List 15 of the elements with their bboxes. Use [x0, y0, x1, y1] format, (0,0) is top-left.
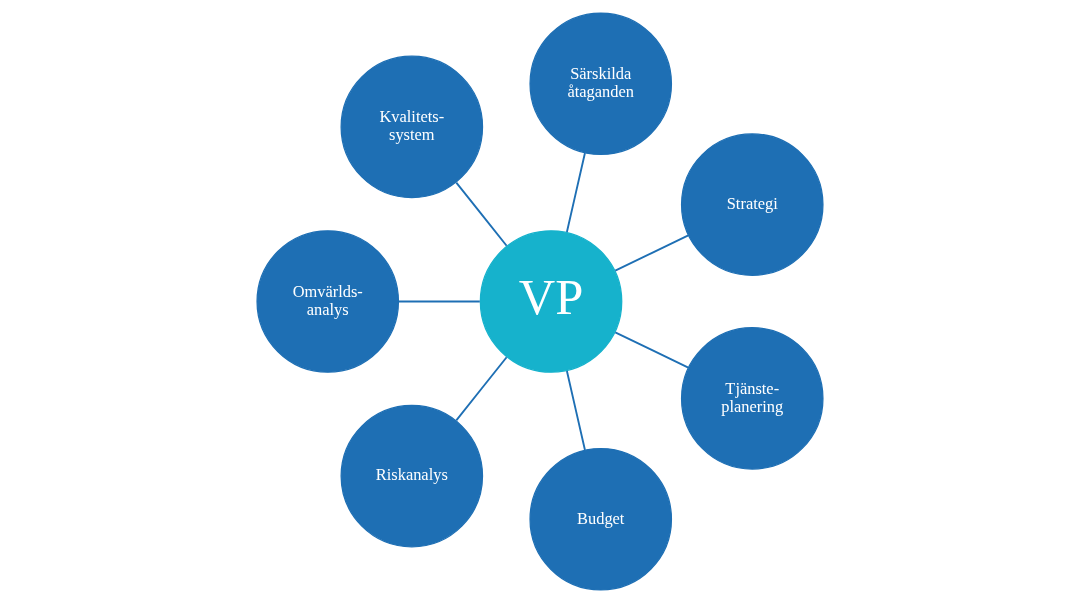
node-circle: Budget — [529, 447, 673, 591]
node-circle: Tjänste- planering — [680, 327, 824, 470]
node-circle: VP — [479, 230, 623, 373]
connector — [455, 356, 508, 422]
connector — [614, 331, 690, 369]
connector — [397, 300, 481, 303]
node-circle: Strategi — [680, 133, 824, 276]
node-circle: Omvärlds- analys — [256, 230, 400, 373]
node-circle: Kvalitets- system — [340, 55, 484, 199]
connector — [614, 234, 690, 272]
connector — [565, 152, 586, 233]
connector — [565, 370, 586, 451]
node-circle: Särskilda åtaganden — [529, 12, 673, 156]
node-circle: Riskanalys — [340, 404, 484, 548]
connector — [455, 181, 508, 247]
